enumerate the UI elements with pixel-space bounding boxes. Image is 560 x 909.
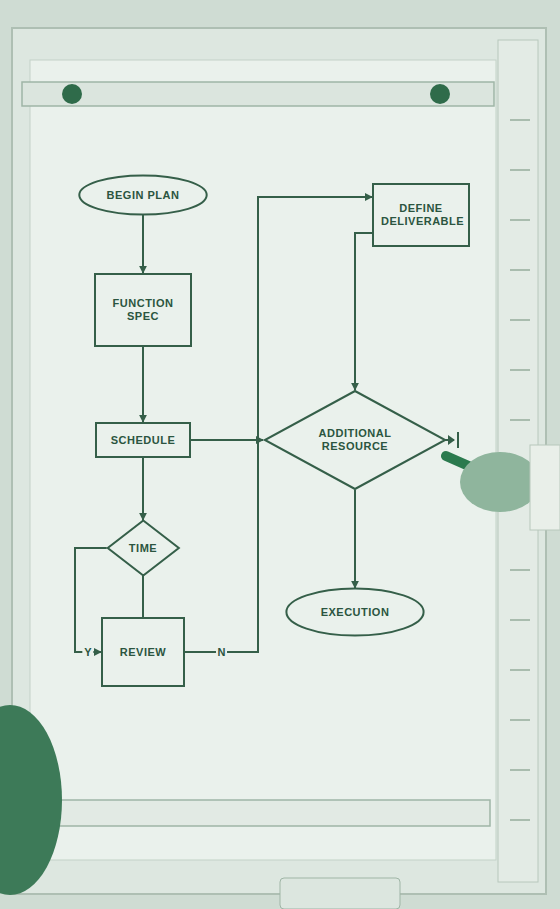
person-head (0, 705, 62, 895)
node-label: TIME (129, 542, 157, 555)
holder-bar (22, 82, 494, 106)
edge-label: N (216, 646, 228, 659)
connector (355, 233, 372, 390)
magnet (430, 84, 450, 104)
paper-sheet (30, 60, 496, 860)
edge-label: Y (82, 646, 93, 659)
node-label: BEGIN PLAN (107, 189, 180, 202)
decision-diamond: ADDITIONAL RESOURCE (263, 390, 447, 490)
whiteboard (12, 28, 546, 894)
diamond-shape (107, 521, 178, 576)
connector (142, 347, 144, 422)
node-label: DEFINE DELIVERABLE (381, 202, 461, 228)
process-box: REVIEW (101, 617, 185, 687)
stand-foot (280, 878, 400, 909)
ellipse-shape (79, 175, 206, 214)
bottom-tray (40, 800, 490, 826)
connector (142, 215, 144, 273)
shirt-cuff (530, 445, 560, 530)
start-ellipse: BEGIN PLAN (78, 175, 208, 215)
node-label: FUNCTION SPEC (103, 297, 183, 323)
node-label: SCHEDULE (111, 434, 176, 447)
arrowhead (448, 435, 455, 445)
node-label: ADDITIONAL RESOURCE (313, 427, 397, 453)
connector (354, 490, 356, 588)
ellipse-shape (286, 588, 423, 635)
tick-mark (457, 432, 459, 448)
connector (142, 576, 144, 617)
decision-diamond: TIME (107, 520, 180, 576)
node-label: EXECUTION (321, 606, 390, 619)
magnet (62, 84, 82, 104)
connector (191, 439, 263, 441)
diamond-shape (265, 391, 445, 489)
process-box: DEFINE DELIVERABLE (372, 183, 470, 247)
end-ellipse: EXECUTION (285, 588, 425, 636)
hand (460, 452, 540, 512)
connector (142, 458, 144, 520)
node-label: REVIEW (120, 646, 166, 659)
process-box: SCHEDULE (95, 422, 191, 458)
process-box: FUNCTION SPEC (94, 273, 192, 347)
